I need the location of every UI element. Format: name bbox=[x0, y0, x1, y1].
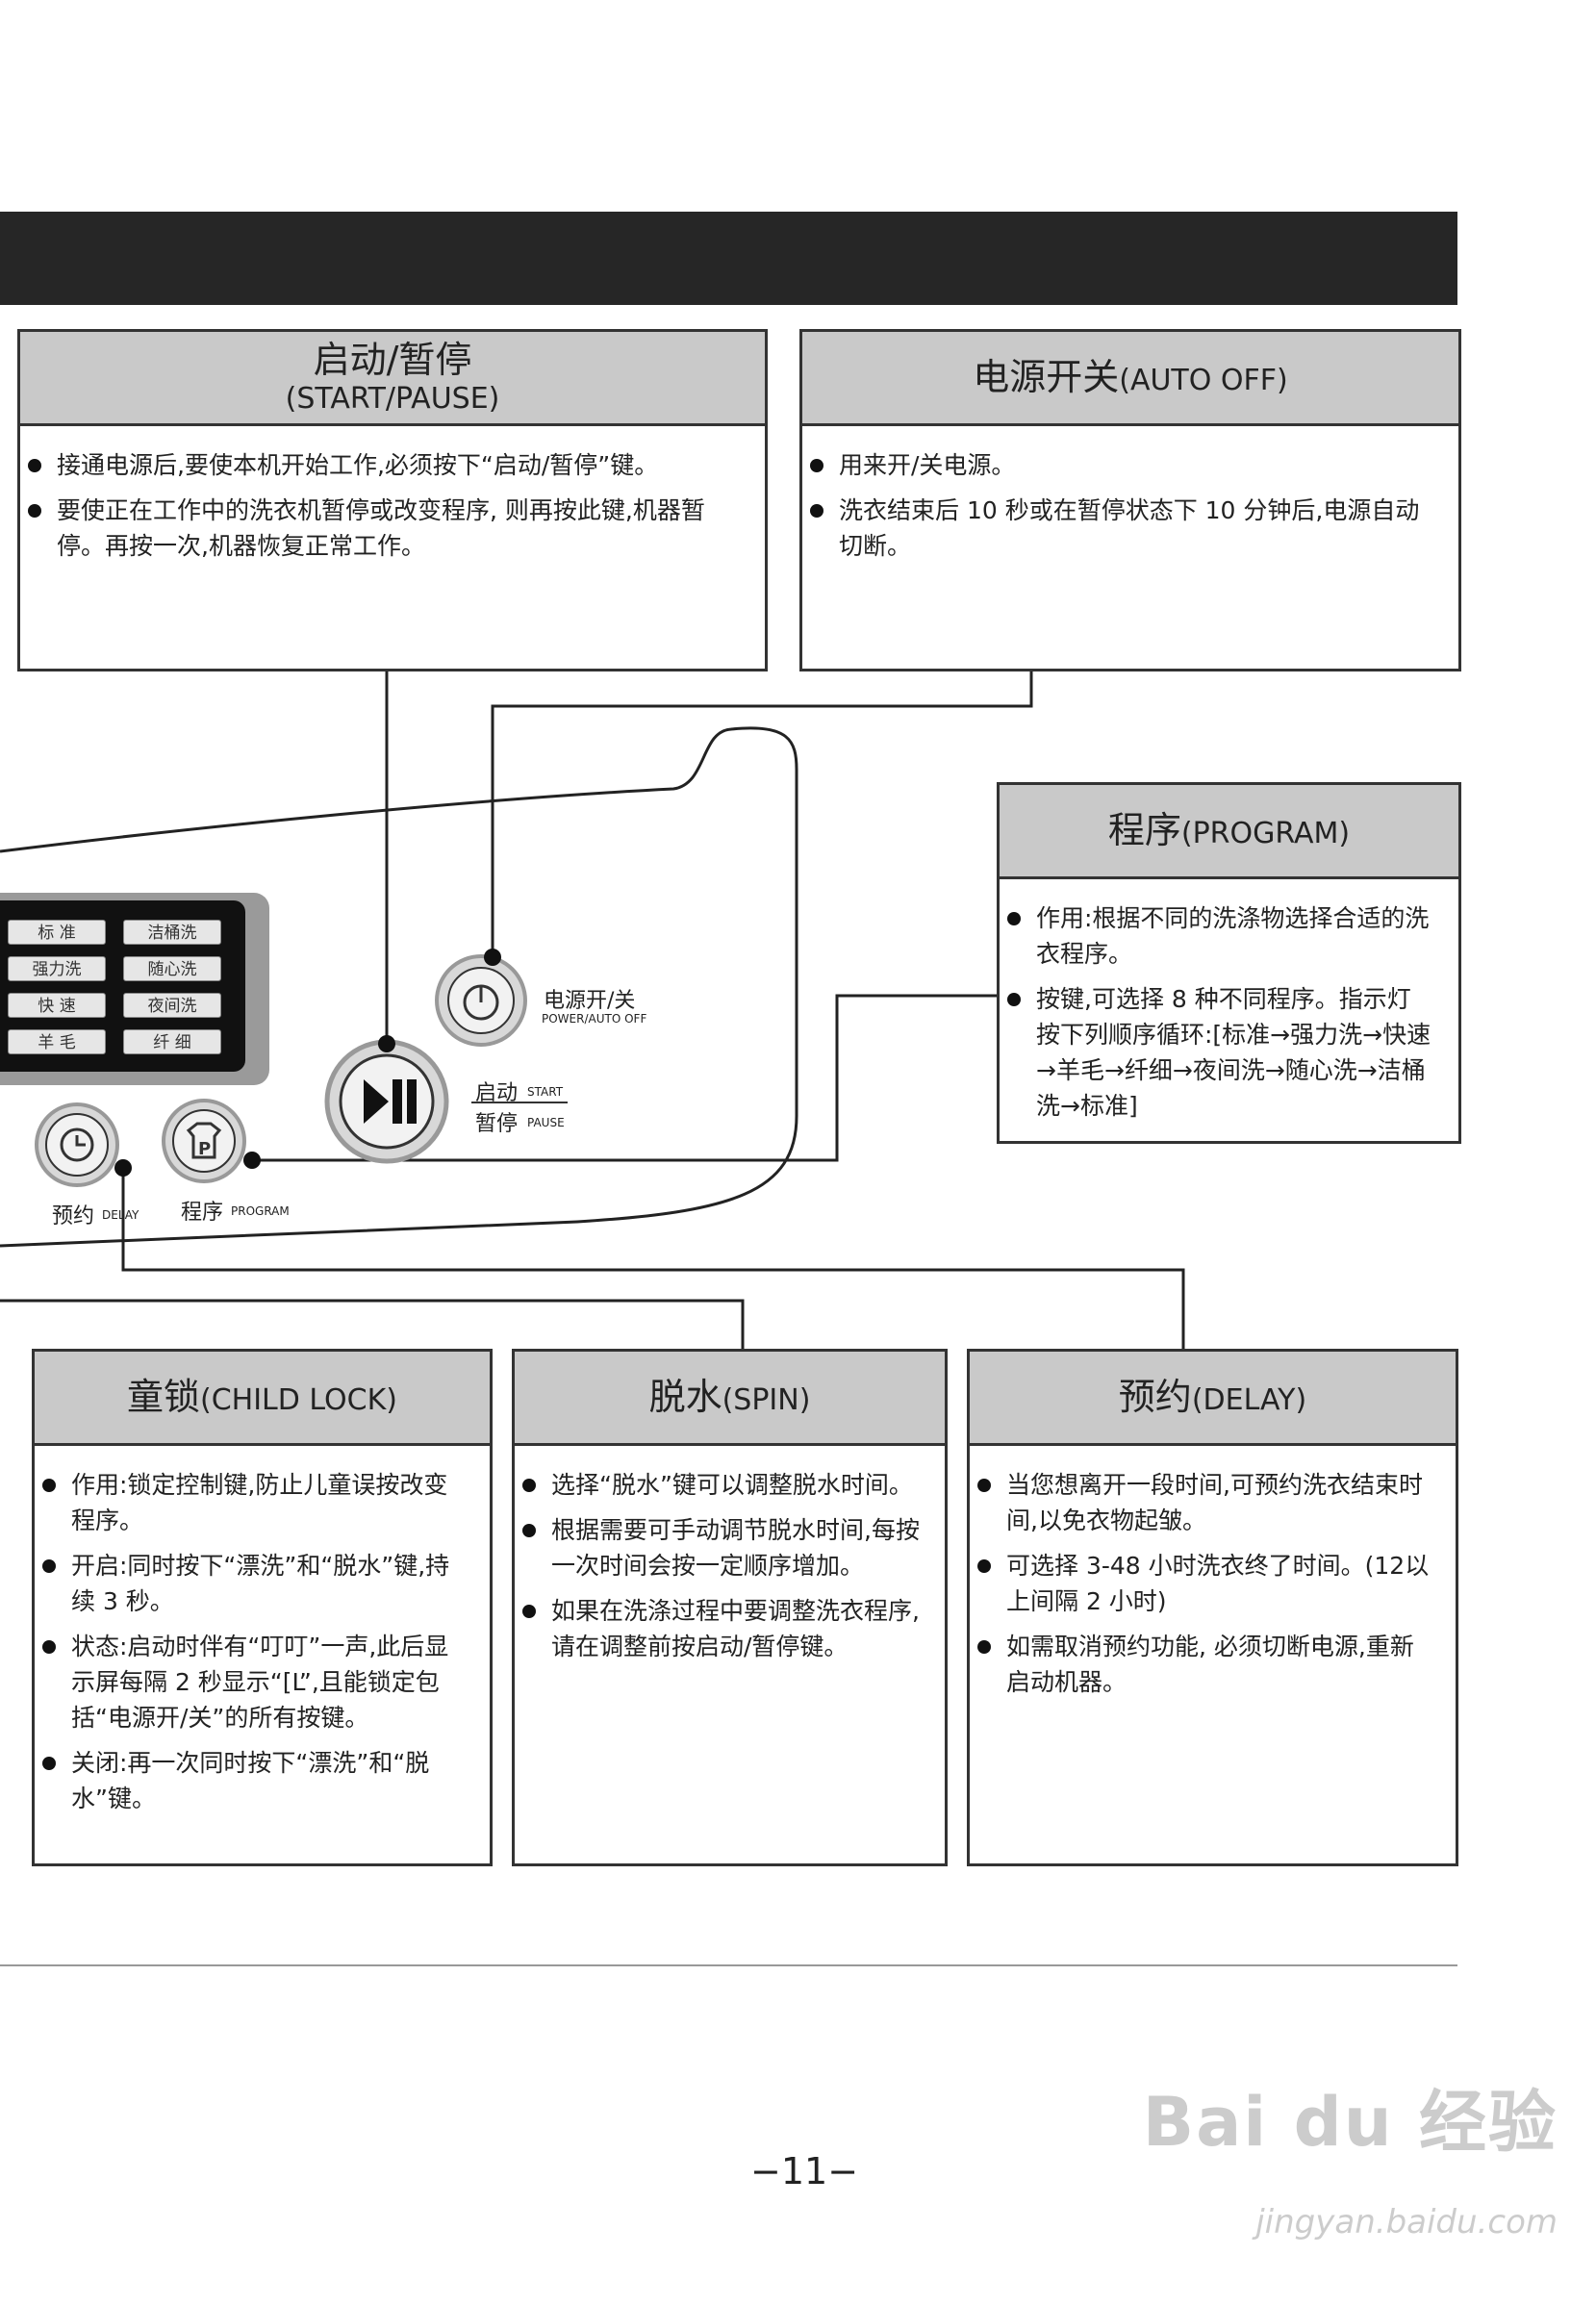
box-title-en: (DELAY) bbox=[1191, 1382, 1307, 1417]
list-item: 开启:同时按下“漂洗”和“脱水”键,持续 3 秒。 bbox=[42, 1548, 465, 1619]
box-header: 脱水(SPIN) bbox=[515, 1352, 945, 1446]
list-item: 如需取消预约功能, 必须切断电源,重新启动机器。 bbox=[977, 1629, 1431, 1700]
program-indicator: 纤 细 bbox=[123, 1029, 221, 1054]
box-title: 脱水 bbox=[648, 1375, 722, 1418]
watermark-url: jingyan.baidu.com bbox=[1255, 2203, 1558, 2242]
list-item: 作用:锁定控制键,防止儿童误按改变程序。 bbox=[42, 1467, 465, 1538]
box-header: 程序(PROGRAM) bbox=[1000, 785, 1458, 879]
pause-label-cn: 暂停 bbox=[475, 1112, 519, 1136]
section-header-bar bbox=[0, 212, 1457, 305]
list-item: 如果在洗涤过程中要调整洗衣程序, 请在调整前按启动/暂停键。 bbox=[522, 1593, 920, 1664]
start-label-cn: 启动 bbox=[475, 1081, 519, 1105]
footer-rule bbox=[0, 1964, 1457, 1966]
page-number: −11− bbox=[750, 2150, 859, 2192]
list-item: 要使正在工作中的洗衣机暂停或改变程序, 则再按此键,机器暂停。再按一次,机器恢复… bbox=[28, 493, 740, 564]
program-indicator: 快 速 bbox=[8, 993, 106, 1018]
list-item: 当您想离开一段时间,可预约洗衣结束时间,以免衣物起皱。 bbox=[977, 1467, 1431, 1538]
program-indicator: 强力洗 bbox=[8, 956, 106, 981]
box-title-en: (PROGRAM) bbox=[1180, 816, 1351, 850]
box-title-en: (CHILD LOCK) bbox=[200, 1382, 397, 1417]
box-title: 童锁 bbox=[126, 1375, 200, 1418]
watermark-logo: Bai du 经验 bbox=[1142, 2083, 1558, 2162]
box-title-en: (AUTO OFF) bbox=[1119, 363, 1288, 397]
list-item: 洗衣结束后 10 秒或在暂停状态下 10 分钟后,电源自动切断。 bbox=[810, 493, 1433, 564]
start-pause-button[interactable] bbox=[324, 1039, 449, 1164]
program-box: 程序(PROGRAM) 作用:根据不同的洗涤物选择合适的洗衣程序。 按键,可选择… bbox=[997, 782, 1461, 1144]
box-title-en: (SPIN) bbox=[722, 1382, 811, 1417]
program-label-cn: 程序 bbox=[181, 1201, 224, 1225]
power-box: 电源开关(AUTO OFF) 用来开/关电源。 洗衣结束后 10 秒或在暂停状态… bbox=[799, 329, 1461, 671]
program-indicator: 洁桶洗 bbox=[123, 920, 221, 945]
child-lock-box: 童锁(CHILD LOCK) 作用:锁定控制键,防止儿童误按改变程序。 开启:同… bbox=[32, 1349, 493, 1866]
power-button[interactable] bbox=[435, 954, 527, 1047]
list-item: 选择“脱水”键可以调整脱水时间。 bbox=[522, 1467, 920, 1503]
program-indicator: 夜间洗 bbox=[123, 993, 221, 1018]
delay-label-cn: 预约 bbox=[52, 1204, 95, 1228]
list-item: 根据需要可手动调节脱水时间,每按一次时间会按一定顺序增加。 bbox=[522, 1512, 920, 1583]
box-title: 预约 bbox=[1118, 1375, 1192, 1418]
program-indicator: 随心洗 bbox=[123, 956, 221, 981]
pause-label-en: PAUSE bbox=[527, 1116, 565, 1129]
program-indicator: 标 准 bbox=[8, 920, 106, 945]
program-label-en: PROGRAM bbox=[231, 1204, 290, 1218]
list-item: 可选择 3-48 小时洗衣终了时间。(12以上间隔 2 小时) bbox=[977, 1548, 1431, 1619]
power-label-en: POWER/AUTO OFF bbox=[542, 1012, 647, 1026]
box-header: 启动/暂停 (START/PAUSE) bbox=[20, 332, 765, 426]
box-title: 程序 bbox=[1107, 808, 1181, 851]
list-item: 状态:启动时伴有“叮叮”一声,此后显示屏每隔 2 秒显示“[L”,且能锁定包括“… bbox=[42, 1629, 465, 1735]
spin-box: 脱水(SPIN) 选择“脱水”键可以调整脱水时间。 根据需要可手动调节脱水时间,… bbox=[512, 1349, 948, 1866]
start-label-en: START bbox=[527, 1085, 564, 1099]
power-label-cn: 电源开/关 bbox=[544, 989, 636, 1013]
list-item: 用来开/关电源。 bbox=[810, 447, 1433, 483]
box-header: 童锁(CHILD LOCK) bbox=[35, 1352, 490, 1446]
list-item: 按键,可选择 8 种不同程序。指示灯按下列顺序循环:[标准→强力洗→快速→羊毛→… bbox=[1007, 981, 1433, 1124]
svg-text:P: P bbox=[198, 1139, 211, 1159]
box-subtitle: (START/PAUSE) bbox=[285, 381, 500, 416]
start-pause-box: 启动/暂停 (START/PAUSE) 接通电源后,要使本机开始工作,必须按下“… bbox=[17, 329, 768, 671]
box-header: 电源开关(AUTO OFF) bbox=[802, 332, 1458, 426]
delay-button[interactable] bbox=[35, 1102, 119, 1187]
delay-label-en: DELAY bbox=[102, 1208, 139, 1222]
box-header: 预约(DELAY) bbox=[970, 1352, 1456, 1446]
box-title: 电源开关 bbox=[973, 355, 1120, 398]
list-item: 关闭:再一次同时按下“漂洗”和“脱水”键。 bbox=[42, 1745, 465, 1816]
list-item: 作用:根据不同的洗涤物选择合适的洗衣程序。 bbox=[1007, 900, 1433, 972]
list-item: 接通电源后,要使本机开始工作,必须按下“启动/暂停”键。 bbox=[28, 447, 740, 483]
program-indicator: 羊 毛 bbox=[8, 1029, 106, 1054]
box-title: 启动/暂停 bbox=[313, 339, 472, 382]
program-button[interactable]: P bbox=[162, 1099, 246, 1183]
delay-box: 预约(DELAY) 当您想离开一段时间,可预约洗衣结束时间,以免衣物起皱。 可选… bbox=[967, 1349, 1458, 1866]
